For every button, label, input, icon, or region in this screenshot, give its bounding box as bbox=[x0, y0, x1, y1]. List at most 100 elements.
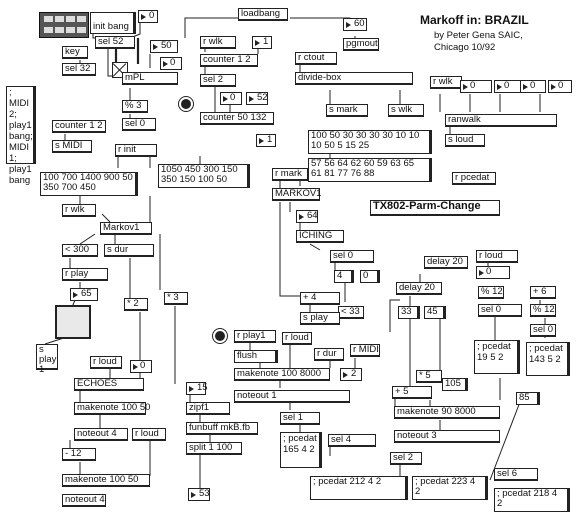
send-mark-object: s mark bbox=[326, 104, 368, 117]
sel-object: sel 4 bbox=[328, 434, 376, 447]
receive-wlk-object: r wlk bbox=[62, 204, 96, 217]
number-message[interactable]: 45 bbox=[424, 306, 446, 319]
receive-ctout-object: r ctout bbox=[295, 52, 337, 65]
ranwalk-object: ranwalk bbox=[445, 114, 557, 127]
number-box[interactable]: 2 bbox=[340, 368, 362, 381]
number-box[interactable]: 65 bbox=[70, 288, 98, 301]
loadbang-object: loadbang bbox=[238, 8, 288, 21]
number-box[interactable]: 0 bbox=[476, 266, 510, 279]
mpl-object: mPL bbox=[122, 72, 178, 85]
pcedat-message[interactable]: ; pcedat 19 5 2 bbox=[474, 340, 520, 374]
funbuff-object: funbuff mkB.fb bbox=[186, 422, 258, 435]
number-box[interactable]: 60 bbox=[343, 18, 367, 31]
number-box[interactable]: 64 bbox=[296, 210, 318, 223]
pcedat-message[interactable]: ; pcedat 143 5 2 bbox=[526, 342, 570, 376]
number-box[interactable]: 0 bbox=[138, 10, 158, 23]
sel-object: sel 32 bbox=[62, 63, 96, 76]
init-bang-message[interactable]: init bang bbox=[90, 12, 136, 34]
pgmout-object: pgmout bbox=[343, 38, 379, 51]
receive-loud-object: r loud bbox=[476, 250, 518, 263]
multiply-object: * 5 bbox=[416, 370, 442, 383]
multiply-object: * 2 bbox=[124, 298, 148, 311]
sel-object: sel 0 bbox=[530, 324, 556, 337]
send-dur-object: s dur bbox=[104, 244, 154, 257]
bang-icon[interactable] bbox=[178, 96, 194, 112]
modulo-object: % 12 bbox=[530, 304, 556, 317]
receive-play-object: r play bbox=[62, 268, 108, 281]
makenote-object: makenote 90 8000 bbox=[394, 406, 500, 419]
list-message[interactable]: 100 50 30 30 30 30 10 10 10 50 5 15 25 bbox=[308, 130, 432, 154]
modulo-object: % 12 bbox=[478, 286, 504, 299]
subtract-object: - 12 bbox=[62, 448, 96, 461]
receive-wlk-object: r wlk bbox=[200, 36, 236, 49]
sel-object: sel 0 bbox=[330, 250, 374, 263]
receive-loud-object: r loud bbox=[90, 356, 122, 369]
flush-message[interactable]: flush bbox=[234, 350, 278, 363]
list-message[interactable]: 57 56 64 62 60 59 63 65 61 81 77 76 88 bbox=[308, 158, 432, 182]
sel-object: sel 52 bbox=[95, 36, 135, 49]
number-message[interactable]: 4 bbox=[334, 270, 354, 283]
list-message[interactable]: 1050 450 300 150 350 150 100 50 bbox=[158, 164, 250, 188]
receive-play1-object: r play1 bbox=[234, 330, 276, 343]
number-message[interactable]: 85 bbox=[516, 392, 540, 405]
gswitch-icon[interactable] bbox=[55, 305, 91, 339]
sel-object: sel 0 bbox=[478, 304, 522, 317]
pcedat-message[interactable]: ; pcedat 218 4 2 bbox=[494, 488, 570, 512]
number-message[interactable]: 0 bbox=[360, 270, 380, 283]
number-message[interactable]: 33 bbox=[398, 306, 420, 319]
number-box[interactable]: 0 bbox=[160, 57, 182, 70]
midi-message[interactable]: ; MIDI 2; play1 bang; MIDI 1; play1 bang bbox=[6, 86, 36, 186]
patch-title: Markoff in: BRAZIL bbox=[420, 13, 529, 27]
pcedat-message[interactable]: ; pcedat 212 4 2 bbox=[310, 476, 408, 500]
bang-icon[interactable] bbox=[212, 328, 228, 344]
counter-object: counter 50 132 bbox=[200, 112, 274, 125]
modulo-object: % 3 bbox=[122, 100, 148, 113]
pcedat-message[interactable]: ; pcedat 223 4 2 bbox=[412, 476, 488, 500]
number-box[interactable]: 50 bbox=[150, 40, 178, 53]
number-box[interactable]: 0 bbox=[220, 92, 242, 105]
receive-init-object: r init bbox=[115, 144, 157, 157]
receive-midi-object: r MIDI bbox=[350, 344, 380, 357]
markov1-object: Markov1 bbox=[100, 222, 152, 235]
less-than-object: < 300 bbox=[62, 244, 98, 257]
grid-matrix-icon[interactable] bbox=[39, 12, 89, 38]
number-box[interactable]: 0 bbox=[130, 360, 152, 373]
makenote-object: makenote 100 50 bbox=[74, 402, 150, 415]
receive-mark-object: r mark bbox=[272, 168, 308, 181]
echoes-object: ECHOES bbox=[74, 378, 144, 391]
number-box[interactable]: 0 bbox=[460, 80, 492, 93]
add-object: + 4 bbox=[300, 292, 340, 305]
counter-object: counter 1 2 bbox=[200, 54, 258, 67]
number-message[interactable]: 105 bbox=[442, 378, 468, 391]
noteout-object: noteout 1 bbox=[234, 390, 350, 403]
send-midi-object: s MIDI bbox=[52, 140, 92, 153]
split-object: split 1 100 bbox=[186, 442, 242, 455]
pcedat-message[interactable]: ; pcedat 165 4 2 bbox=[280, 432, 322, 468]
sel-object: sel 1 bbox=[280, 412, 320, 425]
number-box[interactable]: 0 bbox=[548, 80, 572, 93]
sel-object: sel 2 bbox=[200, 74, 236, 87]
number-box[interactable]: 52 bbox=[246, 92, 268, 105]
number-box[interactable]: 0 bbox=[520, 80, 546, 93]
list-message[interactable]: 100 700 1400 900 50 350 700 450 bbox=[40, 172, 138, 196]
delay-object: delay 20 bbox=[396, 282, 442, 295]
noteout-object: noteout 3 bbox=[394, 430, 500, 443]
number-box[interactable]: 1 bbox=[256, 134, 276, 147]
number-box[interactable]: 1 bbox=[252, 36, 272, 49]
counter-object: counter 1 2 bbox=[52, 120, 106, 133]
number-box[interactable]: 53 bbox=[188, 488, 210, 501]
number-box[interactable]: 0 bbox=[494, 80, 526, 93]
send-play1-object: s play 1 bbox=[36, 344, 58, 375]
add-object: + 6 bbox=[530, 286, 556, 299]
patch-credit-line1: by Peter Gena SAIC, bbox=[434, 30, 523, 41]
patch-credit-line2: Chicago 10/92 bbox=[434, 42, 496, 53]
receive-loud-object: r loud bbox=[132, 428, 166, 441]
sel-object: sel 0 bbox=[122, 118, 156, 131]
tx802-parm-change-object: TX802-Parm-Change bbox=[370, 200, 500, 216]
receive-wlk-object: r wlk bbox=[430, 76, 462, 89]
number-box[interactable]: 15 bbox=[186, 382, 208, 395]
sel-object: sel 6 bbox=[494, 468, 538, 481]
divide-box-object: divide-box bbox=[295, 72, 413, 85]
receive-loud-object: r loud bbox=[282, 332, 312, 345]
makenote-object: makenote 100 50 bbox=[62, 474, 150, 487]
